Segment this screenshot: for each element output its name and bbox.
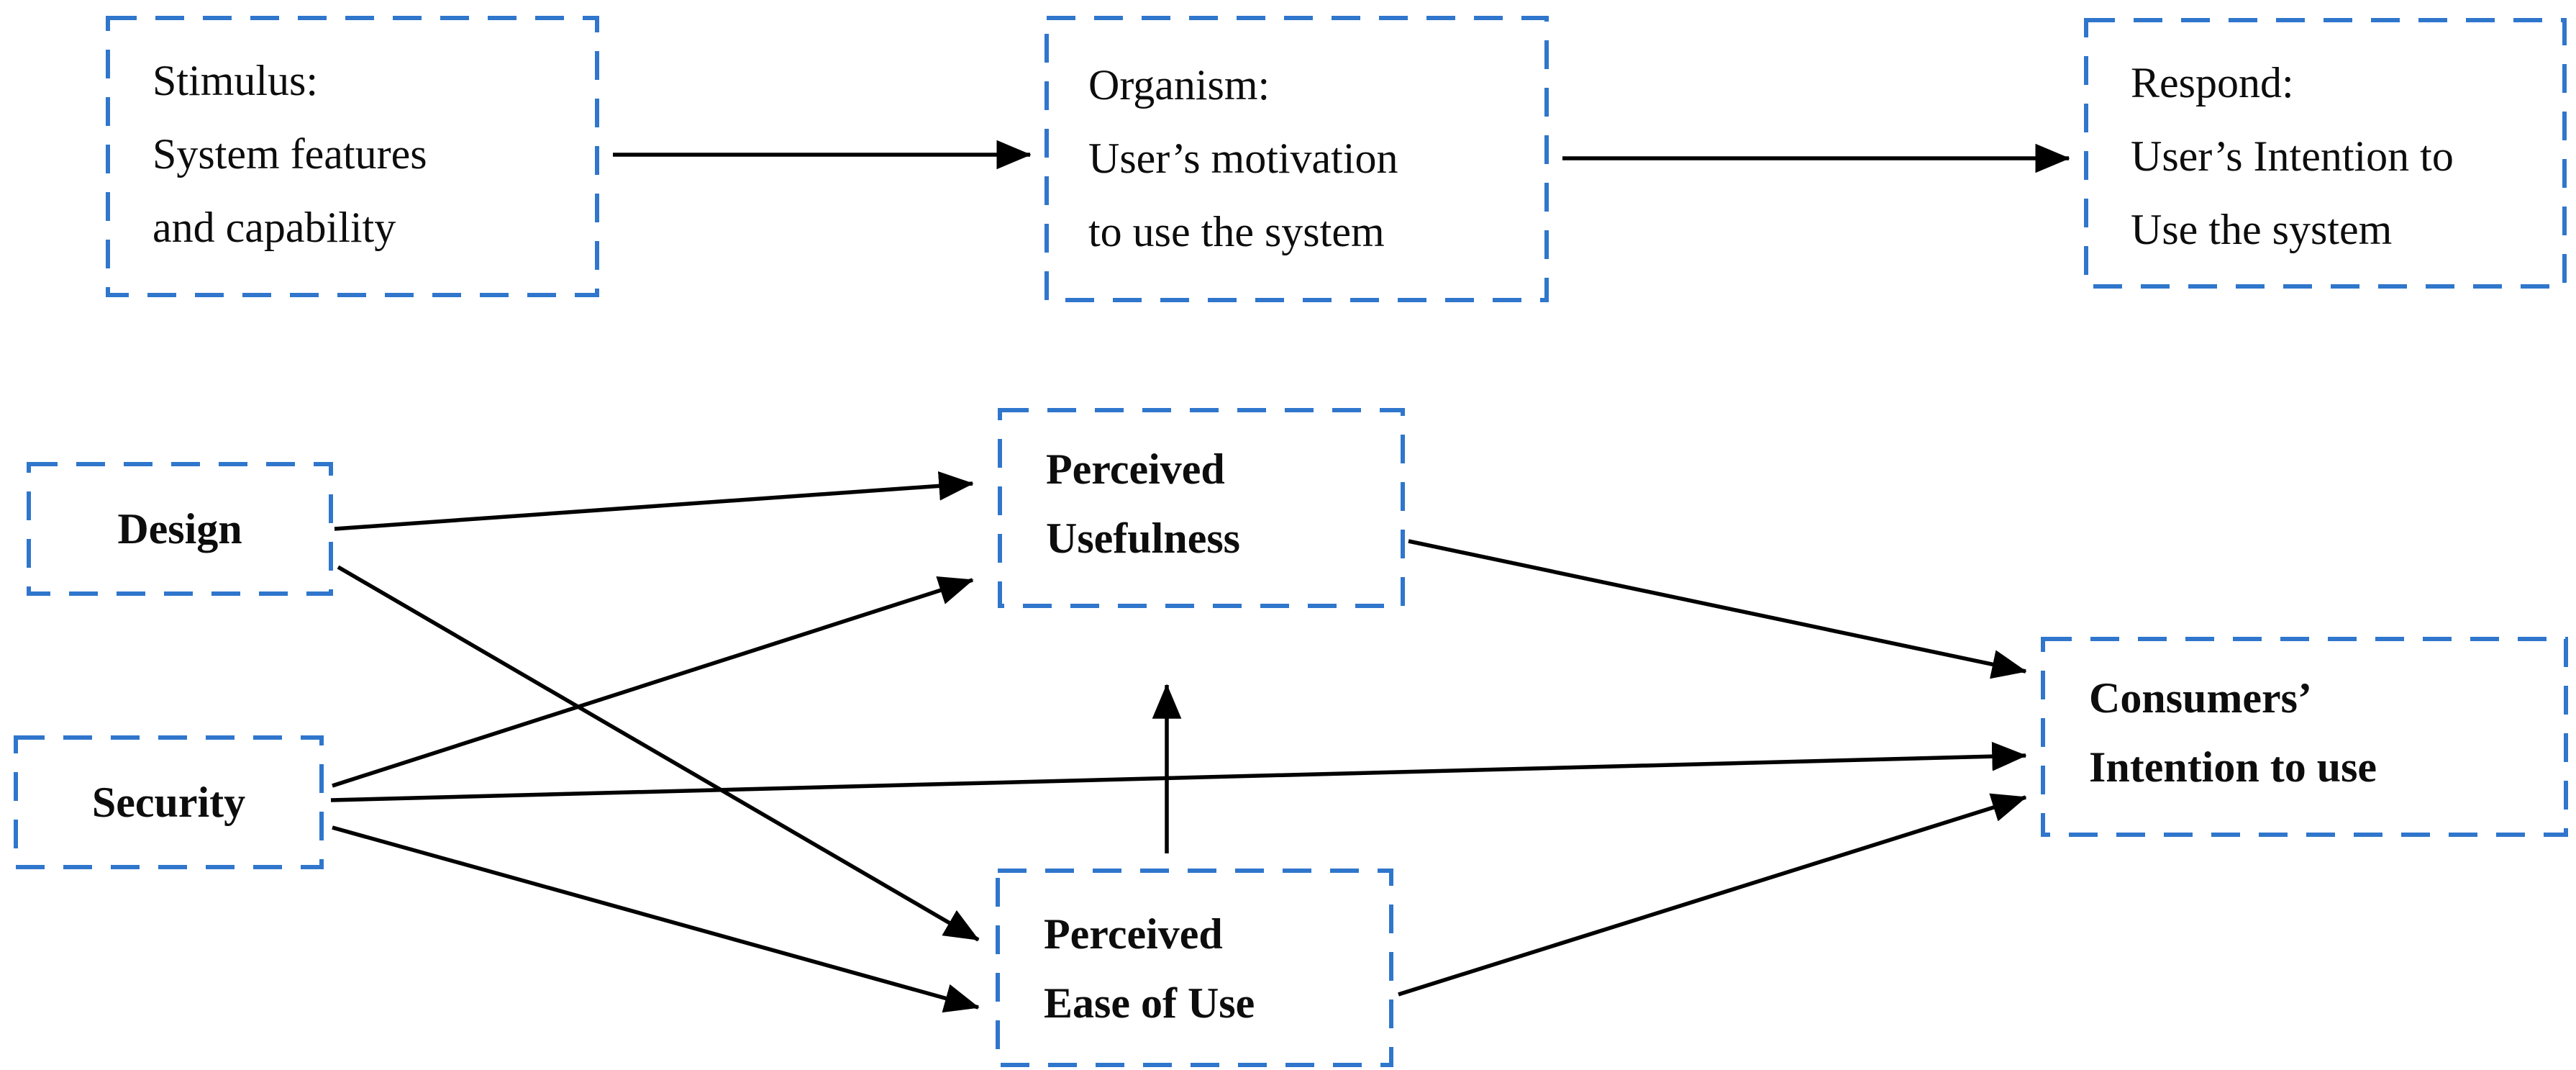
security-label: Security [91, 779, 246, 826]
consumers-intention-box-border [2041, 637, 2568, 837]
arrow-security-to-perceived-usefulness [332, 576, 974, 788]
organism-line-1: Organism: [1088, 61, 1270, 109]
respond-line-3: Use the system [2131, 206, 2393, 253]
arrow-perceived-usefulness-to-consumers-intention [1408, 539, 2027, 679]
respond-box: Respond: User’s Intention to Use the sys… [2086, 20, 2564, 286]
security-box: Security [16, 738, 322, 867]
consumers-intention-box: Consumers’ Intention to use [2043, 639, 2566, 835]
design-label: Design [117, 505, 242, 553]
security-box-border [14, 735, 324, 869]
respond-line-2: User’s Intention to [2131, 132, 2454, 180]
perceived-ease-of-use-box: Perceived Ease of Use [998, 871, 1391, 1065]
stimulus-box-border [106, 16, 599, 297]
stimulus-line-1: Stimulus: [153, 57, 319, 104]
organism-line-3: to use the system [1088, 208, 1385, 255]
arrow-security-to-perceived-ease-of-use [332, 825, 980, 1013]
perceived-ease-of-use-line-2: Ease of Use [1044, 979, 1255, 1027]
stimulus-line-2: System features [153, 130, 427, 178]
arrow-design-to-perceived-ease-of-use [337, 565, 980, 942]
organism-box-border [1044, 16, 1549, 302]
perceived-usefulness-line-1: Perceived [1046, 445, 1225, 493]
respond-line-1: Respond: [2131, 59, 2294, 106]
arrow-perceived-ease-of-use-to-consumers-intention [1398, 793, 2027, 997]
stimulus-box: Stimulus: System features and capability [108, 18, 597, 295]
perceived-usefulness-box: Perceived Usefulness [1000, 410, 1403, 606]
design-box: Design [29, 464, 331, 594]
perceived-ease-of-use-line-1: Perceived [1044, 910, 1223, 958]
design-box-border [27, 462, 333, 596]
perceived-ease-of-use-box-border [996, 869, 1393, 1067]
organism-box: Organism: User’s motivation to use the s… [1047, 18, 1547, 300]
stimulus-line-3: and capability [153, 204, 396, 251]
consumers-intention-line-1: Consumers’ [2089, 674, 2312, 722]
organism-line-2: User’s motivation [1088, 135, 1398, 182]
arrow-security-to-consumers-intention [330, 741, 2027, 802]
arrow-design-to-perceived-usefulness [334, 471, 974, 531]
perceived-usefulness-line-2: Usefulness [1046, 514, 1241, 562]
perceived-usefulness-box-border [998, 408, 1405, 608]
respond-box-border [2084, 18, 2567, 289]
consumers-intention-line-2: Intention to use [2089, 743, 2377, 791]
